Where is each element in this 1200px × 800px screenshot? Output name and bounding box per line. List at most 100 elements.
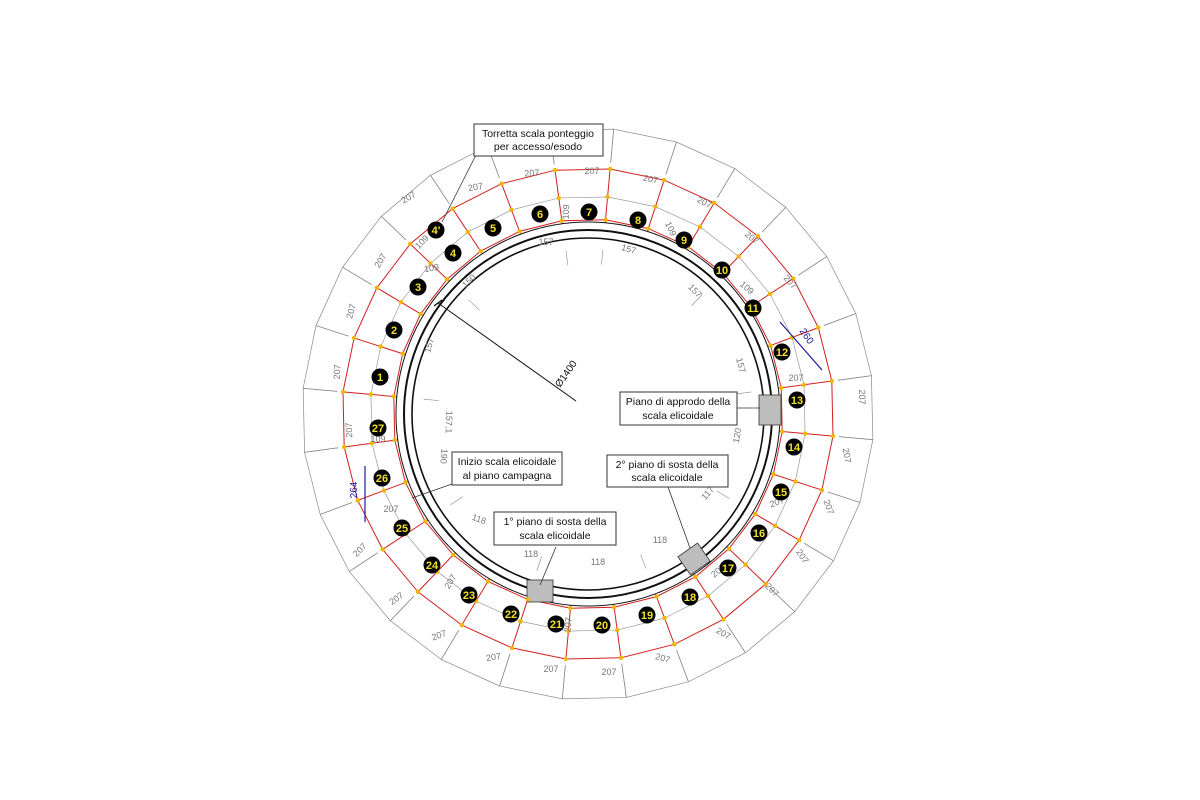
grid-node [517,229,522,234]
bay-number: 19 [641,610,653,622]
grid-node [611,605,617,610]
grid-node [791,276,796,281]
bay-marker: 27 [369,419,387,437]
grid-node [525,597,530,602]
bay-marker-dot [629,211,647,229]
dimension-label: 118 [591,557,605,567]
dimension-frame [499,653,566,700]
dimension-label: 207 [383,504,398,514]
dimension-label: 207 [857,389,867,404]
dimension-label: 157 [734,357,748,374]
callout-sosta1: 1° piano di sosta della scala elicoidale [493,511,617,546]
bay-number: 20 [596,620,608,632]
grid-node [615,627,620,633]
bay-marker: 3 [409,278,427,296]
bay-number: 12 [776,347,788,359]
dimension-label: 207 [584,166,599,176]
bay-marker-dot [772,483,790,501]
bay-marker-dot [638,606,656,624]
callout-inizio: Inizio scala elicoidale al piano campagn… [451,451,563,486]
dimension-label: 207 [601,667,616,677]
callout-inizio-line-2: al piano campagna [463,470,552,482]
bay-marker: 21 [547,615,565,633]
grid-node [563,656,569,662]
dimension-label: 190 [438,448,449,464]
bay-marker: 17 [719,559,737,577]
grid-node [712,200,717,206]
grid-node [380,547,385,552]
inner-dimension-tick [536,556,542,572]
bay-number: 8 [635,215,641,227]
bay-marker: 9 [675,231,693,249]
grid-node [368,392,374,397]
bay-marker-dot [371,368,389,386]
bay-marker: 13 [788,391,806,409]
dimension-label: 207 [543,664,558,674]
grid-nodes [340,166,836,662]
grid-node [816,325,821,330]
bay-number: 1 [377,372,383,384]
grid-node [796,538,802,543]
dimension-frame [319,502,378,573]
grid-node [568,606,573,611]
dimension-frame [726,587,796,654]
bay-marker-dot [484,219,502,237]
grid-node [374,285,380,290]
grid-node [392,437,397,443]
leader-sosta2 [667,486,691,549]
diameter-tick [433,299,443,307]
dimension-label: 109 [370,434,385,444]
grid-node [451,552,456,558]
bay-number: 10 [716,265,728,277]
bay-number: 9 [681,235,687,247]
grid-node [802,431,808,436]
bay-number: 24 [426,560,439,572]
leader-torretta [441,154,477,223]
grid-node [768,343,773,348]
bay-marker: 12 [773,343,791,361]
bay-number: 4' [432,225,441,237]
grid-node [369,441,375,446]
dimension-label: 207 [442,572,458,590]
dimension-label: 207 [485,651,502,663]
dimension-label: 118 [653,535,667,545]
grid-node [398,299,404,305]
bay-number: 4 [450,248,457,260]
grid-node [478,249,483,254]
dimension-label: 207 [642,173,659,186]
grid-node [459,622,464,628]
bay-marker: 7 [580,203,598,221]
inner-dimension-tick [691,294,703,306]
bay-marker-dot [719,559,737,577]
clearance-label: 264 [349,481,360,498]
bay-marker: 10 [713,261,731,279]
dimension-label: 207 [714,625,732,641]
bay-number: 3 [415,282,421,294]
dimension-label: 109 [663,220,678,238]
callout-sosta2-line-1: 2° piano di sosta della [616,459,719,471]
bay-marker: 16 [750,524,768,542]
grid-node [736,254,741,259]
diameter-line [437,302,577,402]
grid-node [605,194,610,200]
grid-node [767,291,773,297]
bay-number: 15 [775,487,787,499]
diameter-label: Ø1400 [553,358,579,389]
dimension-frame [798,255,857,326]
bay-marker-dot [681,588,699,606]
grid-node [793,479,798,484]
dimension-label: 207 [399,189,417,205]
bay-marker-dot [385,321,403,339]
grid-node [618,655,624,660]
bay-marker: 19 [638,606,656,624]
grid-node [653,204,658,209]
inner-dimension-tick [423,398,439,401]
bay-number: 17 [722,563,734,575]
bay-marker: 5 [484,219,502,237]
bay-number: 7 [586,207,592,219]
grid-node [780,429,785,434]
grid-node [428,261,433,266]
grid-node [499,181,504,186]
dimension-label: 207 [788,373,803,383]
